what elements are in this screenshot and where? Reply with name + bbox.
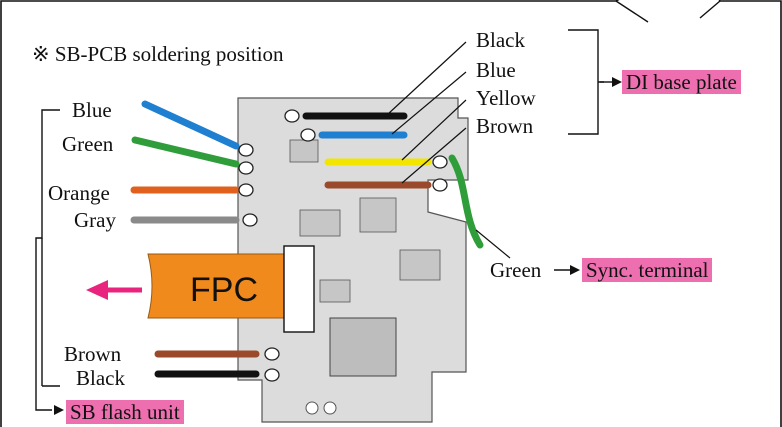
di-bracket	[568, 29, 604, 135]
solder-pad	[264, 347, 280, 361]
right-wire-black-label: Black	[476, 28, 525, 52]
di-base-plate-label: DI base plate	[622, 70, 741, 94]
bottom-wire-brown-label: Brown	[64, 342, 122, 366]
solder-pad	[284, 109, 300, 123]
pcb-chip	[319, 279, 351, 303]
left-wire-orange-label: Orange	[48, 181, 110, 205]
solder-pad	[242, 213, 258, 227]
pcb-chip	[329, 317, 397, 377]
right-wire-yellow-label: Yellow	[476, 86, 536, 110]
leader-brown	[401, 127, 467, 184]
pcb-chip	[359, 197, 397, 233]
pcb-board	[237, 97, 469, 423]
left-wire-gray-label: Gray	[74, 208, 116, 232]
green-wire	[131, 136, 240, 168]
fpc-ribbon	[147, 253, 289, 319]
sync-arrowhead	[570, 265, 580, 275]
bottom-wire-black-label: Black	[76, 366, 125, 390]
fpc-connector	[283, 245, 315, 333]
solder-pad	[238, 143, 254, 157]
blue-wire	[141, 100, 240, 150]
left-wire-blue-label: Blue	[72, 98, 112, 122]
solder-pad	[238, 161, 254, 175]
sb-flash-unit-label: SB flash unit	[66, 400, 184, 424]
di-arrowhead	[612, 77, 622, 87]
pcb-hole	[305, 401, 319, 415]
leader-black	[387, 41, 467, 115]
pcb-chip	[299, 209, 341, 237]
fpc-direction-arrowhead	[86, 280, 108, 300]
leader-yellow	[401, 99, 467, 161]
green-sync-wire	[448, 154, 484, 249]
sb-arrowhead	[54, 405, 64, 415]
solder-pad	[432, 178, 448, 192]
pcb-hole	[323, 401, 337, 415]
sync-wire-label: Green	[490, 258, 542, 282]
left-wire-green-label: Green	[62, 132, 114, 156]
right-wire-blue-label: Blue	[476, 58, 516, 82]
solder-pad	[238, 183, 254, 197]
solder-pad	[432, 155, 448, 169]
sb-bracket	[35, 109, 60, 411]
fpc-label: FPC	[190, 271, 258, 309]
pcb-chip	[289, 139, 319, 163]
sync-terminal-label: Sync. terminal	[582, 258, 713, 282]
pcb-chip	[399, 249, 441, 281]
solder-pad	[264, 368, 280, 382]
page-title: ※ SB-PCB soldering position	[32, 42, 284, 66]
leader-blue	[391, 71, 467, 135]
right-wire-brown-label: Brown	[476, 114, 534, 138]
callout-tail	[615, 0, 721, 23]
solder-pad	[300, 128, 316, 142]
sync-leader	[475, 229, 511, 259]
